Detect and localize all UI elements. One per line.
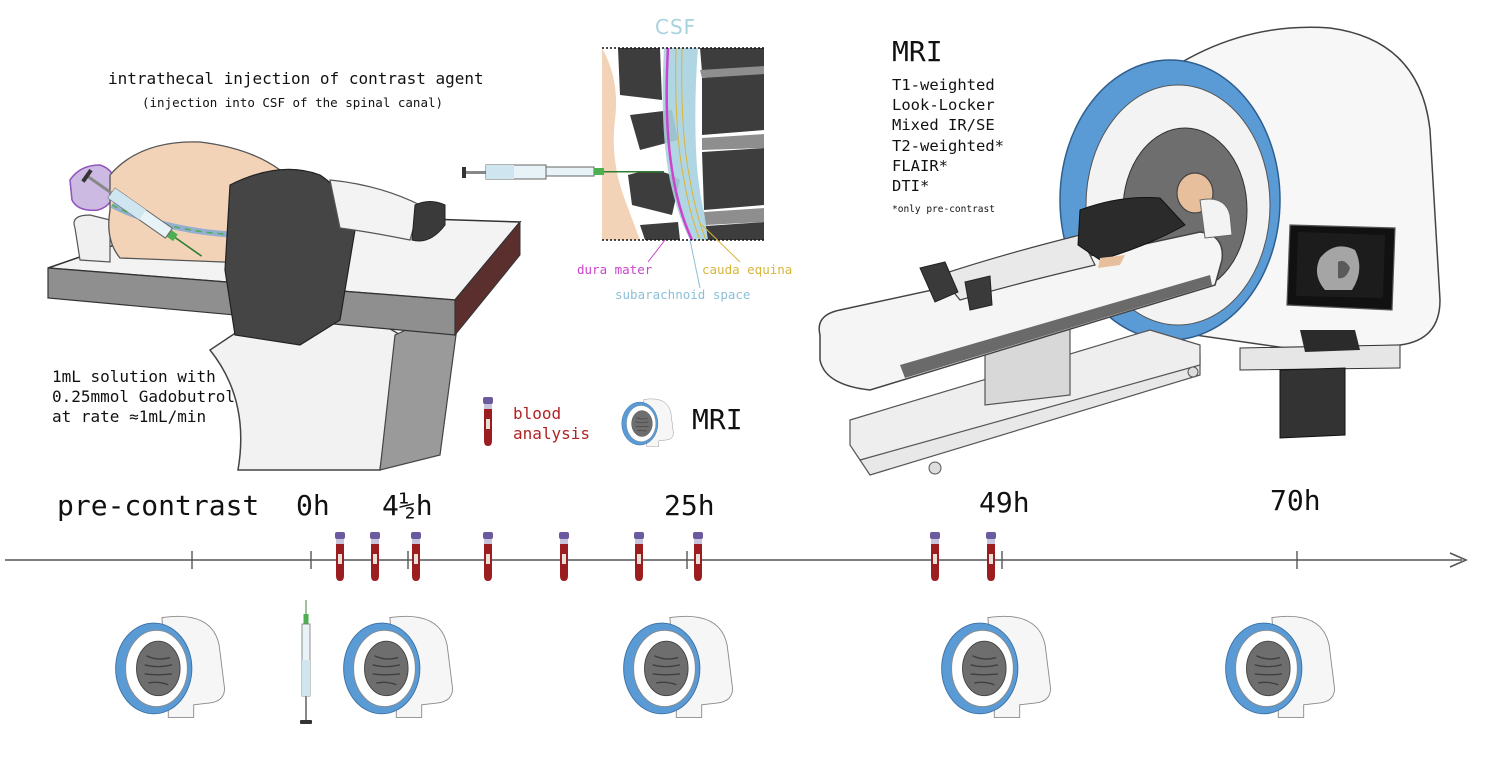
legend-mri-scanner-icon bbox=[621, 398, 674, 447]
legend-blood-label-1: blood bbox=[513, 404, 562, 423]
blood-sample-tube-icon bbox=[930, 532, 940, 581]
sequence-3: Mixed IR/SE bbox=[892, 116, 995, 134]
mri-scanner-icon bbox=[342, 615, 454, 719]
spine-cross-section bbox=[462, 47, 764, 289]
injection-subtitle: (injection into CSF of the spinal canal) bbox=[142, 95, 444, 110]
sequence-4: T2-weighted* bbox=[892, 137, 1004, 155]
timeline-label-70h: 70h bbox=[1270, 484, 1321, 517]
blood-sample-tube-icon bbox=[483, 532, 493, 581]
timeline-arrowhead bbox=[1449, 552, 1468, 568]
timeline bbox=[5, 532, 1468, 725]
legend-blood-label-2: analysis bbox=[513, 424, 591, 443]
sequence-2: Look-Locker bbox=[892, 96, 995, 114]
blood-sample-tube-icon bbox=[370, 532, 380, 581]
sequence-1: T1-weighted bbox=[892, 76, 995, 94]
subarachnoid-label: subarachnoid space bbox=[615, 287, 751, 302]
mri-scanner-icon bbox=[622, 615, 734, 719]
dura-mater-label: dura mater bbox=[577, 262, 653, 277]
mri-scanner-icon bbox=[114, 615, 226, 719]
timeline-label-49h: 49h bbox=[979, 486, 1030, 519]
vertebra-l4-label: L4 bbox=[727, 164, 744, 180]
mri-scanner-icon bbox=[1224, 615, 1336, 719]
blood-sample-tube-icon bbox=[986, 532, 996, 581]
blood-sample-tube-icon bbox=[634, 532, 644, 581]
csf-label: CSF bbox=[655, 15, 697, 39]
dose-line-2: 0.25mmol Gadobutrol bbox=[52, 387, 236, 406]
dose-line-3: at rate ≈1mL/min bbox=[52, 407, 207, 426]
timeline-label-0h: 0h bbox=[296, 489, 330, 522]
mri-panel-title: MRI bbox=[892, 35, 943, 68]
timeline-label-4h: 4½h bbox=[382, 489, 433, 522]
timeline-label-pre-contrast: pre-contrast bbox=[57, 489, 260, 522]
sequence-5: FLAIR* bbox=[892, 157, 948, 175]
injection-title: intrathecal injection of contrast agent bbox=[108, 69, 484, 88]
sequence-footnote: *only pre-contrast bbox=[892, 204, 995, 215]
injection-syringe-icon bbox=[299, 600, 313, 725]
blood-sample-tube-icon bbox=[411, 532, 421, 581]
cauda-equina-label: cauda equina bbox=[702, 262, 793, 277]
vertebra-l3-label: L3 bbox=[723, 92, 740, 108]
legend-mri-label: MRI bbox=[692, 403, 743, 436]
legend-blood-tube-icon bbox=[483, 397, 493, 446]
mri-scanner-icon bbox=[940, 615, 1052, 719]
timeline-label-25h: 25h bbox=[664, 489, 715, 522]
blood-sample-tube-icon bbox=[559, 532, 569, 581]
sequence-6: DTI* bbox=[892, 177, 930, 195]
blood-sample-tube-icon bbox=[335, 532, 345, 581]
dose-line-1: 1mL solution with bbox=[52, 367, 216, 386]
blood-sample-tube-icon bbox=[693, 532, 703, 581]
